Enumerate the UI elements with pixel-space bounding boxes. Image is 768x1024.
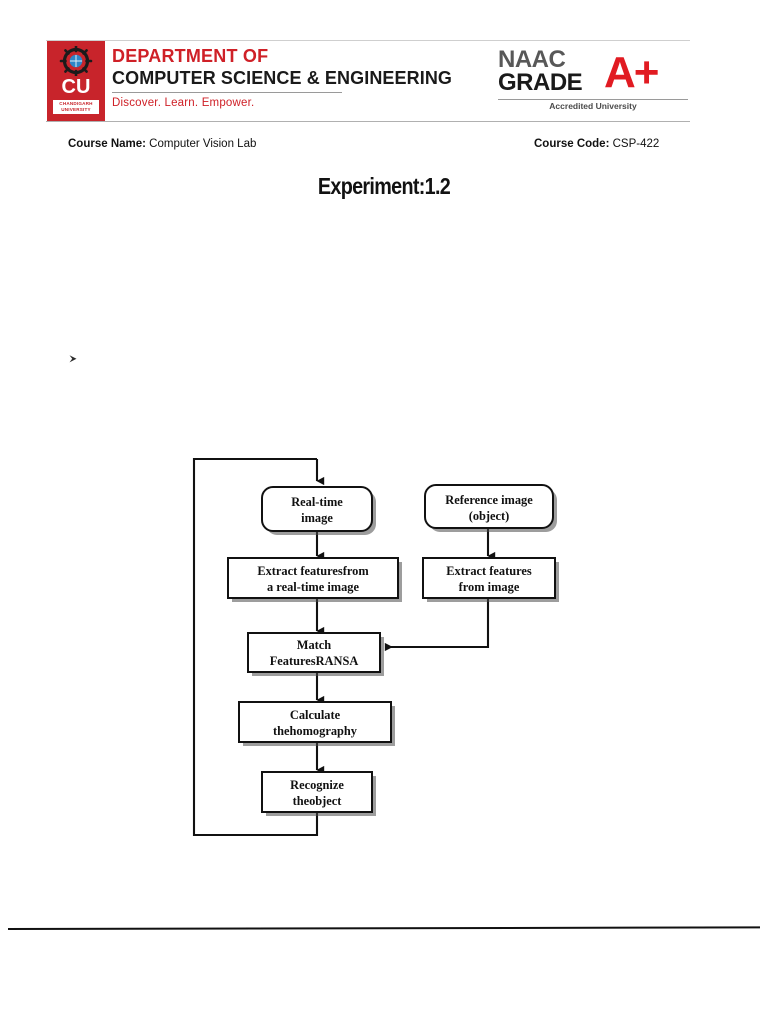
cu-badge-subname: CHANDIGARH UNIVERSITY bbox=[53, 100, 99, 114]
flow-node-label: Extract featuresfrom bbox=[257, 564, 369, 578]
arrow-extract-ref-to-match-path bbox=[387, 598, 490, 649]
department-divider bbox=[112, 92, 342, 93]
department-tagline: Discover. Learn. Empower. bbox=[112, 97, 255, 109]
flow-node-calculate-homography: Calculate thehomography bbox=[238, 701, 395, 746]
object-recognition-flowchart: Real-time image Reference image (object)… bbox=[180, 450, 580, 850]
flow-node-match-features: Match FeaturesRANSA bbox=[247, 632, 384, 676]
flow-node-label: FeaturesRANSA bbox=[270, 654, 359, 668]
flow-node-label: Reference image bbox=[445, 493, 533, 507]
flow-node-extract-reference-features: Extract features from image bbox=[422, 557, 559, 602]
flow-node-real-time-image: Real-time image bbox=[261, 486, 376, 535]
naac-text-rows: NAAC GRADE A+ bbox=[498, 46, 688, 95]
flow-node-label: Extract features bbox=[446, 564, 532, 578]
department-line-1: DEPARTMENT OF bbox=[112, 46, 269, 66]
chandigarh-university-logo: CU CHANDIGARH UNIVERSITY bbox=[47, 41, 105, 121]
course-code-value: CSP-422 bbox=[612, 138, 660, 150]
naac-word: NAAC bbox=[498, 46, 566, 73]
flow-node-extract-realtime-features: Extract featuresfrom a real-time image bbox=[227, 557, 402, 602]
arrow-bullet-icon bbox=[68, 353, 82, 367]
flow-node-label: (object) bbox=[469, 509, 510, 523]
flow-node-label: theobject bbox=[293, 794, 343, 808]
flow-node-label: a real-time image bbox=[267, 580, 359, 594]
footer-divider bbox=[7, 926, 761, 930]
feedback-loop-path bbox=[192, 457, 319, 837]
flow-node-label: Recognize bbox=[290, 778, 344, 792]
flow-node-label: Calculate bbox=[290, 708, 341, 722]
flow-node-reference-image: Reference image (object) bbox=[424, 484, 557, 532]
cu-badge-letters: CU bbox=[61, 76, 91, 98]
course-code: Course Code: CSP-422 bbox=[534, 138, 659, 150]
grade-word: GRADE bbox=[498, 69, 583, 96]
course-name-label: Course Name: bbox=[68, 138, 146, 150]
department-title-block: DEPARTMENT OF COMPUTER SCIENCE & ENGINEE… bbox=[112, 45, 532, 110]
course-meta-row: Course Name: Computer Vision Lab Course … bbox=[68, 138, 668, 154]
department-line-2: COMPUTER SCIENCE & ENGINEERING bbox=[112, 68, 453, 88]
naac-accreditation-text: Accredited University bbox=[549, 101, 637, 111]
flow-node-recognize-object: Recognize theobject bbox=[261, 771, 376, 816]
flow-node-label: image bbox=[301, 511, 333, 525]
gear-globe-icon bbox=[59, 45, 93, 77]
naac-divider bbox=[498, 99, 688, 100]
flow-node-label: Real-time bbox=[291, 495, 343, 509]
header-banner: CU CHANDIGARH UNIVERSITY DEPARTMENT OF C… bbox=[46, 40, 690, 122]
page-title: Experiment:1.2 bbox=[317, 173, 451, 199]
flow-node-label: thehomography bbox=[273, 724, 358, 738]
course-name-value: Computer Vision Lab bbox=[149, 138, 257, 150]
course-name: Course Name: Computer Vision Lab bbox=[68, 138, 256, 150]
flow-node-label: Match bbox=[297, 638, 332, 652]
flow-node-label: from image bbox=[459, 580, 520, 594]
naac-grade-value: A+ bbox=[604, 48, 660, 97]
course-code-label: Course Code: bbox=[534, 138, 610, 150]
naac-grade-logo: NAAC GRADE A+ Accredited University bbox=[498, 47, 688, 117]
